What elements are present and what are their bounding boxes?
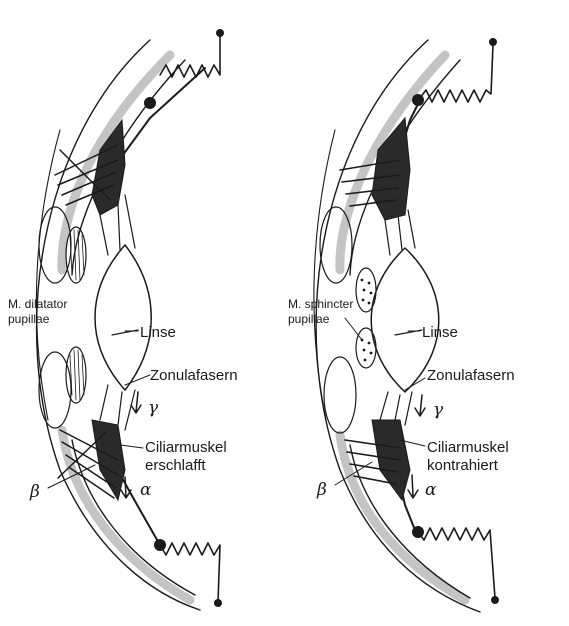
right-spring-end-lower [491, 596, 499, 604]
right-lens-label: Linse [422, 324, 458, 341]
left-ciliary-label-2: erschlafft [145, 457, 206, 474]
left-iris-upper [112, 68, 205, 170]
left-spring-end-upper [216, 29, 224, 37]
left-panel: M. dilatator pupillae Linse Zonulafasern… [8, 29, 238, 610]
left-ciliary-label-1: Ciliarmuskel [145, 439, 227, 456]
right-muscle-label-1: M. sphincter [288, 297, 353, 311]
right-panel: M. sphincter pupillae Linse Zonulafasern… [288, 38, 515, 612]
right-ciliary-label-2: kontrahiert [427, 457, 499, 474]
right-spring-lower [418, 528, 495, 598]
left-spring-lower [160, 543, 220, 602]
left-alpha-label: α [140, 480, 152, 500]
left-muscle-label-2: pupillae [8, 312, 50, 326]
right-alpha-arrow [408, 475, 418, 498]
right-ball-upper [412, 94, 424, 106]
right-beta-label: β [316, 480, 327, 500]
left-zonula-label: Zonulafasern [150, 367, 238, 384]
right-gamma-arrow [415, 395, 425, 416]
right-muscle-pointer [345, 318, 362, 340]
right-ball-lower [412, 526, 424, 538]
left-ball-upper [144, 97, 156, 109]
left-ciliary-pointer [120, 445, 143, 448]
right-ciliary-upper [372, 118, 410, 220]
left-dilatator-upper [66, 227, 86, 283]
left-gamma-arrow [131, 392, 141, 413]
left-beta-label: β [29, 482, 40, 502]
left-muscle-label-1: M. dilatator [8, 297, 67, 311]
right-zonula-pointer [405, 378, 425, 390]
right-alpha-label: α [425, 480, 437, 500]
left-gamma-label: γ [148, 398, 159, 418]
right-ciliary-lower [372, 420, 410, 500]
right-ciliary-label-1: Ciliarmuskel [427, 439, 509, 456]
left-zonula-pointer [125, 375, 150, 385]
right-zonula-label: Zonulafasern [427, 367, 515, 384]
right-oval-lower [324, 357, 356, 433]
left-dilatator-lower [66, 347, 86, 403]
left-lens [95, 245, 151, 390]
left-lens-label: Linse [140, 324, 176, 341]
left-ball-lower [154, 539, 166, 551]
left-ciliary-lower [92, 420, 125, 500]
left-oval-lower [39, 352, 71, 428]
right-gamma-label: γ [433, 400, 444, 420]
right-spring-end-upper [489, 38, 497, 46]
right-muscle-label-2: pupillae [288, 312, 330, 326]
right-choroid-arc [314, 130, 335, 420]
left-spring-end-lower [214, 599, 222, 607]
